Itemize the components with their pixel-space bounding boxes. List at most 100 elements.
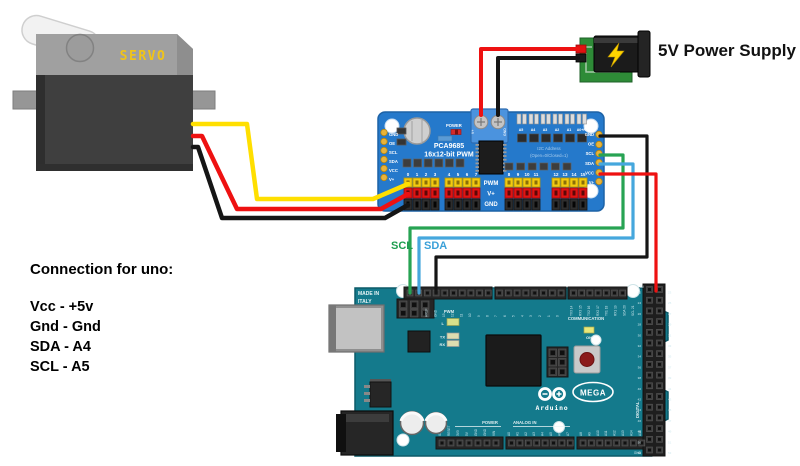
smd-resistor	[551, 162, 560, 171]
header-pin-hole	[596, 291, 600, 295]
header-pin-hole	[423, 302, 428, 307]
header-pin-hole	[412, 311, 417, 316]
jumper-pad	[570, 113, 575, 125]
analog-pin-label-5: A5	[549, 432, 553, 436]
pca-subtitle: 16x12-bit PWM	[424, 152, 474, 159]
digital-pin-number-1: 25	[668, 301, 672, 305]
channel-pin-hole	[465, 201, 469, 208]
led-l-label: L	[442, 321, 445, 326]
led-l	[446, 318, 460, 326]
servo-ground-wire-black	[190, 144, 411, 221]
header-pin-hole	[401, 302, 406, 307]
pwm-pin-label-6: 9	[477, 315, 481, 317]
channel-number-1: 1	[416, 172, 419, 177]
analog-pin-label-2: A2	[524, 432, 528, 436]
header-pin-hole	[498, 291, 501, 295]
jumper-pad	[576, 113, 582, 125]
header-pin-hole	[658, 330, 661, 334]
channel-pin-hole	[456, 201, 460, 208]
address-pad-label-0: A5	[519, 128, 524, 132]
smd-resistor	[562, 162, 572, 171]
pca-mount-hole	[583, 118, 599, 134]
sda-wire-label: SDA	[424, 240, 447, 252]
header-pin-hole	[648, 309, 651, 313]
power-jack-collar	[336, 414, 346, 452]
left-pad-label-3: SDA	[389, 159, 398, 164]
header-pin-hole	[658, 416, 661, 420]
header-pin-hole	[560, 350, 565, 355]
header-pin-hole	[648, 437, 651, 441]
terminal-gnd-label: GND	[503, 128, 507, 136]
digital-pin-number-6: 34	[638, 355, 642, 359]
analog-pin-label-1: A1	[515, 432, 519, 436]
right-pad-label-4: VCC	[585, 170, 594, 175]
header-pin-hole	[613, 291, 616, 295]
power-pin-label-3: 5V	[465, 431, 469, 436]
chip-leg	[475, 151, 479, 154]
digital-pin-number-7: 36	[638, 365, 642, 369]
header-pin-hole	[648, 427, 651, 431]
arduino-mount-hole	[553, 421, 565, 433]
right-pad-label-0: GND	[585, 132, 594, 137]
header-pin-hole	[631, 441, 635, 445]
digital-pin-label-1: 6	[503, 315, 507, 317]
digital-pin-number-10: 42	[638, 398, 642, 402]
screw-terminal: V+ GND	[470, 108, 509, 144]
servo-top-cap-shade	[177, 34, 193, 75]
analog-pin-label-2: A10	[596, 430, 600, 436]
power-led-stripe	[455, 129, 458, 135]
channel-pin-hole	[424, 180, 428, 185]
communication-label: COMMUNICATION	[568, 316, 604, 321]
channel-pin-hole	[572, 190, 576, 196]
regulator-leg	[364, 385, 370, 388]
pwm-pin-label-7: 8	[486, 315, 490, 317]
header-pin-hole	[658, 320, 661, 324]
digital-double-header	[642, 283, 666, 457]
header-pin-hole	[543, 441, 547, 445]
right-pad-label-1: OE	[588, 142, 594, 147]
analog-pin-label-3: A11	[604, 430, 608, 436]
header-pin-hole	[648, 352, 651, 356]
channel-pin-hole	[534, 180, 538, 185]
smd-resistor	[423, 158, 433, 168]
pin-row-label-0: PWM	[484, 181, 499, 187]
smd-resistor	[455, 158, 465, 168]
mega-model-label: MEGA	[580, 389, 606, 398]
jumper-pad	[522, 113, 527, 125]
header-pin-hole	[648, 395, 651, 398]
header-pin-hole	[506, 291, 510, 295]
channel-number-9: 9	[517, 172, 520, 177]
header-pin-hole	[648, 416, 651, 420]
wires	[190, 47, 658, 295]
arduino-mount-hole	[396, 433, 410, 447]
digital-pin-number-6: 35	[668, 355, 672, 359]
channel-pin-hole	[507, 190, 511, 196]
channel-pin-hole	[456, 180, 460, 185]
voltage-regulator	[369, 381, 392, 408]
digital-pin-number-12: 46	[638, 419, 642, 423]
header-pin-hole	[460, 291, 464, 295]
header-pin-hole	[467, 441, 471, 445]
led-on-label: ON	[586, 335, 592, 340]
arduino-mount-hole	[590, 334, 602, 346]
analog-pin-label-3: A3	[532, 432, 536, 436]
digital-pin-number-2: 27	[668, 312, 672, 316]
jumper-pad	[528, 113, 534, 125]
channel-pin-hole	[424, 190, 428, 196]
header-pin-hole	[588, 291, 592, 295]
channel-number-10: 10	[524, 172, 530, 177]
chip-leg	[503, 155, 507, 157]
channel-pin-hole	[554, 180, 558, 185]
comm-pin-label-3: RX2 17	[596, 305, 600, 316]
header-pin-hole	[658, 427, 661, 431]
address-pad-label-2: A3	[543, 128, 548, 132]
lightning-bolt-icon	[607, 42, 625, 68]
left-pad-label-4: VCC	[389, 168, 398, 173]
smd-resistor	[445, 158, 454, 168]
breakout-pad	[380, 173, 388, 182]
channel-pin-hole	[474, 201, 478, 208]
power-supply-module	[575, 30, 651, 83]
breakout-pad	[595, 140, 603, 149]
